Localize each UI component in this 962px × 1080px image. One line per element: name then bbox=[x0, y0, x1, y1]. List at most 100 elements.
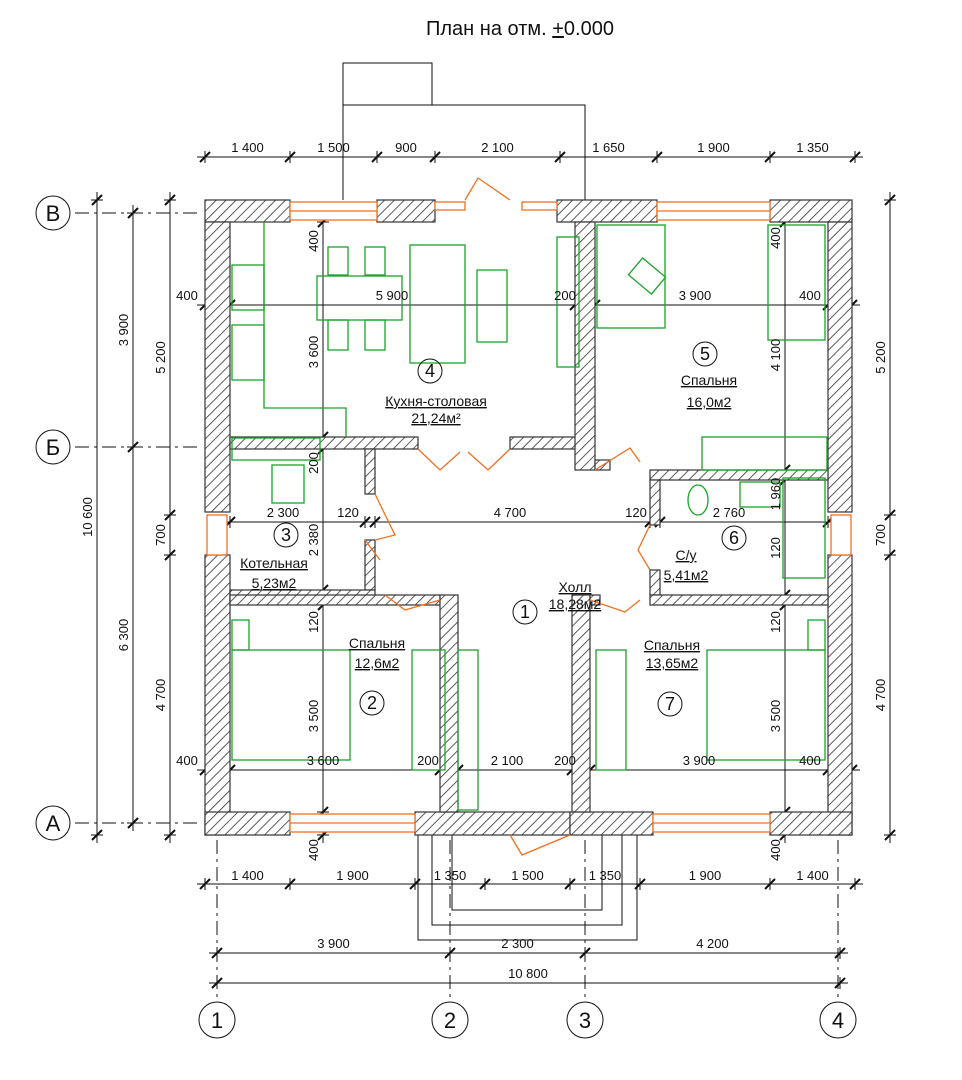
interior-dimension-label: 400 bbox=[306, 839, 321, 861]
axis-label-col: 3 bbox=[579, 1008, 591, 1033]
wall-segment bbox=[376, 199, 436, 223]
axis-label-col: 1 bbox=[211, 1008, 223, 1033]
furniture-item bbox=[409, 244, 466, 364]
room-number-circle bbox=[692, 341, 718, 367]
wall-segment bbox=[204, 554, 231, 836]
wall-segment bbox=[649, 594, 829, 606]
wall-segment bbox=[556, 199, 658, 223]
axis-label-row: В bbox=[46, 201, 61, 226]
axis-bubble bbox=[566, 1001, 604, 1039]
wall-segment bbox=[414, 811, 571, 836]
furniture-item bbox=[807, 619, 826, 651]
room-number: 1 bbox=[520, 602, 530, 622]
door-swing bbox=[509, 834, 571, 856]
furniture bbox=[231, 222, 828, 811]
interior-dimension-label: 2 760 bbox=[713, 505, 746, 520]
room-area: 13,65м2 bbox=[646, 655, 699, 671]
interior-dimension-label: 3 600 bbox=[307, 753, 340, 768]
overall-height-label: 10 600 bbox=[80, 497, 95, 537]
interior-dimension-label: 200 bbox=[417, 753, 439, 768]
interior-dimension-label: 120 bbox=[625, 505, 647, 520]
room-number-circle bbox=[417, 358, 443, 384]
interior-dimension-label: 3 900 bbox=[683, 753, 716, 768]
wall-segment bbox=[229, 436, 419, 450]
interior-dimension-label: 3 500 bbox=[306, 700, 321, 733]
dimension-label: 3 900 bbox=[116, 314, 131, 347]
wall-segment bbox=[509, 436, 586, 450]
wall-segment bbox=[571, 594, 591, 813]
room-number: 3 bbox=[281, 525, 291, 545]
room-area: 16,0м2 bbox=[687, 394, 732, 410]
furniture-item bbox=[701, 436, 828, 471]
dimension-label: 1 350 bbox=[589, 868, 622, 883]
dimension-label: 4 700 bbox=[153, 679, 168, 712]
door-swing bbox=[589, 599, 641, 613]
furniture-item bbox=[316, 275, 403, 321]
interior-dimension-label: 5 900 bbox=[376, 288, 409, 303]
window bbox=[521, 201, 558, 211]
room-number: 7 bbox=[665, 694, 675, 714]
wall-segment bbox=[574, 221, 596, 471]
dimension-label: 6 300 bbox=[116, 619, 131, 652]
interior-dimension-label: 200 bbox=[554, 753, 576, 768]
axis-bubble bbox=[35, 805, 71, 841]
dimension-label: 2 100 bbox=[481, 140, 514, 155]
wall-segment bbox=[649, 479, 661, 526]
interior-dimension-label: 400 bbox=[768, 839, 783, 861]
room-name: Кухня-столовая bbox=[385, 393, 487, 409]
interior-dimension-label: 400 bbox=[799, 288, 821, 303]
title-plusminus: + bbox=[552, 18, 564, 40]
interior-dimension-label: 120 bbox=[768, 537, 783, 559]
interior-dimension-label: 400 bbox=[176, 753, 198, 768]
axis-label-row: Б bbox=[46, 435, 60, 460]
dimension-label: 1 400 bbox=[231, 868, 264, 883]
room-area: 12,6м2 bbox=[355, 655, 400, 671]
toilet bbox=[687, 484, 709, 516]
interior-dimension-label: 3 900 bbox=[679, 288, 712, 303]
interior-dimension-label: 400 bbox=[799, 753, 821, 768]
room-area: 18,28м2 bbox=[549, 596, 602, 612]
interior-dimension-label: 400 bbox=[176, 288, 198, 303]
furniture-item bbox=[556, 236, 580, 368]
dimension-label: 5 200 bbox=[153, 341, 168, 374]
walls bbox=[204, 199, 853, 836]
plan-title: План на отм. +0.000 bbox=[0, 18, 962, 41]
wall-segment bbox=[649, 569, 661, 596]
overall-width-label: 10 800 bbox=[508, 966, 548, 981]
door-swing bbox=[464, 177, 511, 201]
room-area: 5,23м2 bbox=[252, 575, 297, 591]
dimension-label: 700 bbox=[153, 524, 168, 546]
room-number: 4 bbox=[425, 361, 435, 381]
axis-bubble bbox=[819, 1001, 857, 1039]
wall-segment bbox=[439, 594, 459, 813]
axis-bubble bbox=[35, 195, 71, 231]
wall-segment bbox=[364, 448, 376, 495]
axis-label-col: 4 bbox=[832, 1008, 844, 1033]
axis-label-col: 2 bbox=[444, 1008, 456, 1033]
window bbox=[830, 514, 852, 556]
window bbox=[434, 201, 466, 211]
axis-bubble bbox=[198, 1001, 236, 1039]
title-elevation: 0.000 bbox=[563, 18, 614, 40]
interior-dimension-label: 3 600 bbox=[306, 336, 321, 369]
wall-segment bbox=[204, 811, 291, 836]
furniture-item bbox=[595, 649, 627, 771]
interior-dimension-label: 2 100 bbox=[491, 753, 524, 768]
room-number-circle bbox=[273, 522, 299, 548]
interior-dimension-label: 120 bbox=[306, 611, 321, 633]
door-swing bbox=[417, 448, 511, 471]
interior-dimension-label: 200 bbox=[554, 288, 576, 303]
dimension-label: 1 400 bbox=[231, 140, 264, 155]
room-number: 5 bbox=[700, 344, 710, 364]
interior-dimension-label: 4 100 bbox=[768, 339, 783, 372]
furniture-item bbox=[231, 437, 321, 461]
dimension-label: 700 bbox=[873, 524, 888, 546]
interior-dimension-label: 120 bbox=[337, 505, 359, 520]
room-number-circle bbox=[721, 525, 747, 551]
room-number-circle bbox=[359, 690, 385, 716]
furniture-item bbox=[364, 319, 386, 351]
axis-bubble bbox=[35, 429, 71, 465]
axis-label-row: А bbox=[46, 811, 61, 836]
interior-dimension-label: 2 380 bbox=[306, 524, 321, 557]
